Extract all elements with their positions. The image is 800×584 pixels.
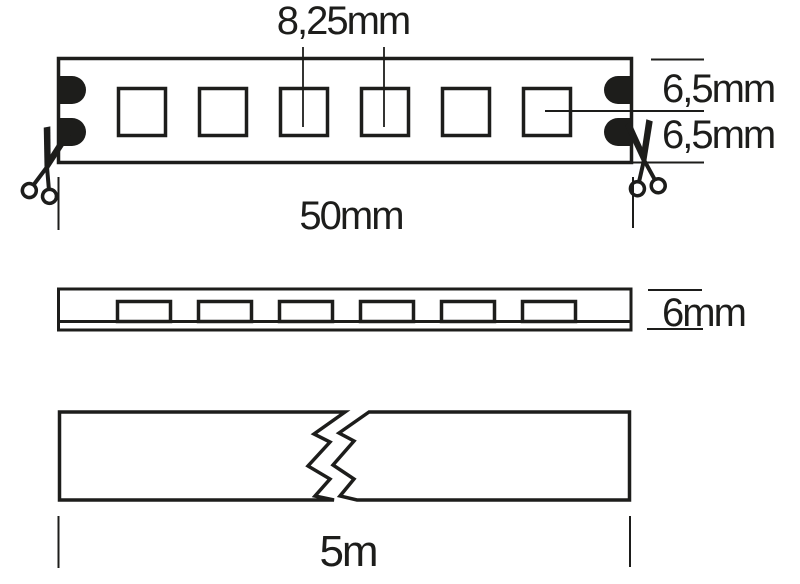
led-chips-side-view xyxy=(115,299,578,324)
pitch-dimension-label: 8,25mm xyxy=(276,0,412,43)
scissors-icon xyxy=(619,115,669,199)
side-view-figure xyxy=(57,287,703,332)
led-chips-top-view xyxy=(116,86,573,138)
led-chip-side xyxy=(115,299,173,324)
led-chip-side xyxy=(196,299,254,324)
led-chip xyxy=(116,86,168,138)
led-chip xyxy=(278,86,330,138)
led-chip-side xyxy=(520,299,578,324)
solder-pad-left-top xyxy=(60,76,86,104)
scissors-icon xyxy=(18,121,77,207)
solder-pad-right-top xyxy=(604,76,630,104)
led-chip xyxy=(440,86,492,138)
reel-length-dimension-label: 5m xyxy=(319,527,378,576)
led-chip-side xyxy=(358,299,416,324)
cut-length-dimension-label: 50mm xyxy=(299,194,404,238)
led-chip xyxy=(359,86,411,138)
led-chip-side xyxy=(277,299,335,324)
reel-left-piece xyxy=(57,410,351,502)
top-view-figure xyxy=(18,47,704,230)
led-chip-side xyxy=(439,299,497,324)
width-lower-dimension-label: 6,5mm xyxy=(662,113,776,157)
height-dimension-label: 6mm xyxy=(662,291,747,335)
led-chip xyxy=(197,86,249,138)
width-upper-dimension-label: 6,5mm xyxy=(662,67,776,111)
solder-pad-right-bottom xyxy=(604,118,630,146)
reel-view-figure xyxy=(57,410,632,568)
reel-right-piece xyxy=(330,410,632,502)
side-view-outline xyxy=(57,287,633,332)
